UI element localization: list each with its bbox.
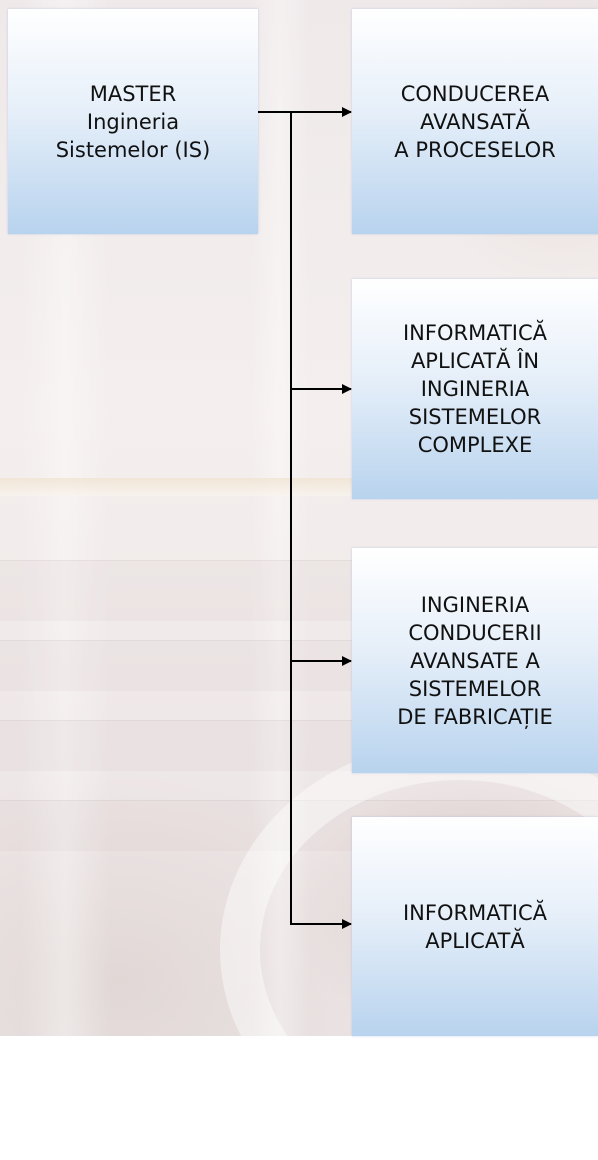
connector-lines xyxy=(258,107,352,929)
child-node-label: INGINERIA CONDUCERII AVANSATE A SISTEMEL… xyxy=(397,592,553,729)
child-node-label: INFORMATICĂ APLICATĂ xyxy=(402,900,547,953)
root-node-label: MASTER Ingineria Sistemelor (IS) xyxy=(55,81,211,162)
child-node-label: CONDUCEREA AVANSATĂ A PROCESELOR xyxy=(394,81,556,162)
child-node-ingineria-conducerii: INGINERIA CONDUCERII AVANSATE A SISTEMEL… xyxy=(352,548,598,773)
child-node-label: INFORMATICĂ APLICATĂ ÎN INGINERIA SISTEM… xyxy=(402,321,547,457)
child-node-conducerea-avansata: CONDUCEREA AVANSATĂ A PROCESELOR xyxy=(352,9,598,234)
child-node-informatica-aplicata-isc: INFORMATICĂ APLICATĂ ÎN INGINERIA SISTEM… xyxy=(352,279,598,499)
root-node-master-is: MASTER Ingineria Sistemelor (IS) xyxy=(8,9,258,234)
child-node-informatica-aplicata: INFORMATICĂ APLICATĂ xyxy=(352,817,598,1036)
